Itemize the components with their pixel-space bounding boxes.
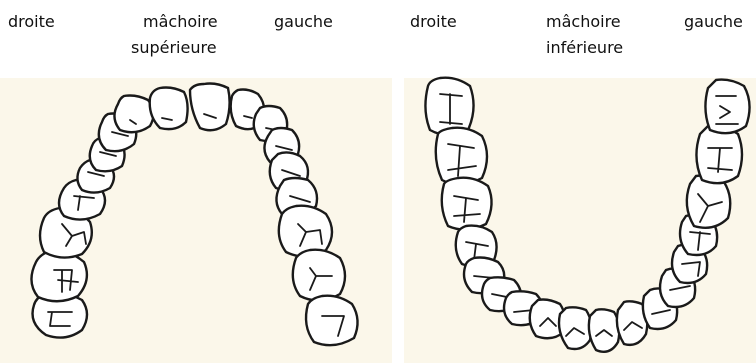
lower-tooth — [425, 78, 473, 135]
upper-tooth — [279, 206, 332, 257]
lower-tooth — [589, 309, 619, 351]
upper-jaw — [31, 84, 357, 346]
lower-tooth — [559, 307, 591, 349]
lower-tooth — [705, 80, 749, 134]
upper-tooth — [190, 84, 230, 131]
lower-tooth — [696, 126, 742, 184]
lower-jaw — [425, 78, 749, 352]
upper-tooth — [114, 96, 153, 133]
lower-tooth — [442, 178, 492, 230]
upper-tooth — [293, 250, 345, 301]
lower-tooth — [436, 128, 487, 185]
upper-tooth — [150, 88, 188, 130]
upper-tooth — [306, 296, 358, 346]
